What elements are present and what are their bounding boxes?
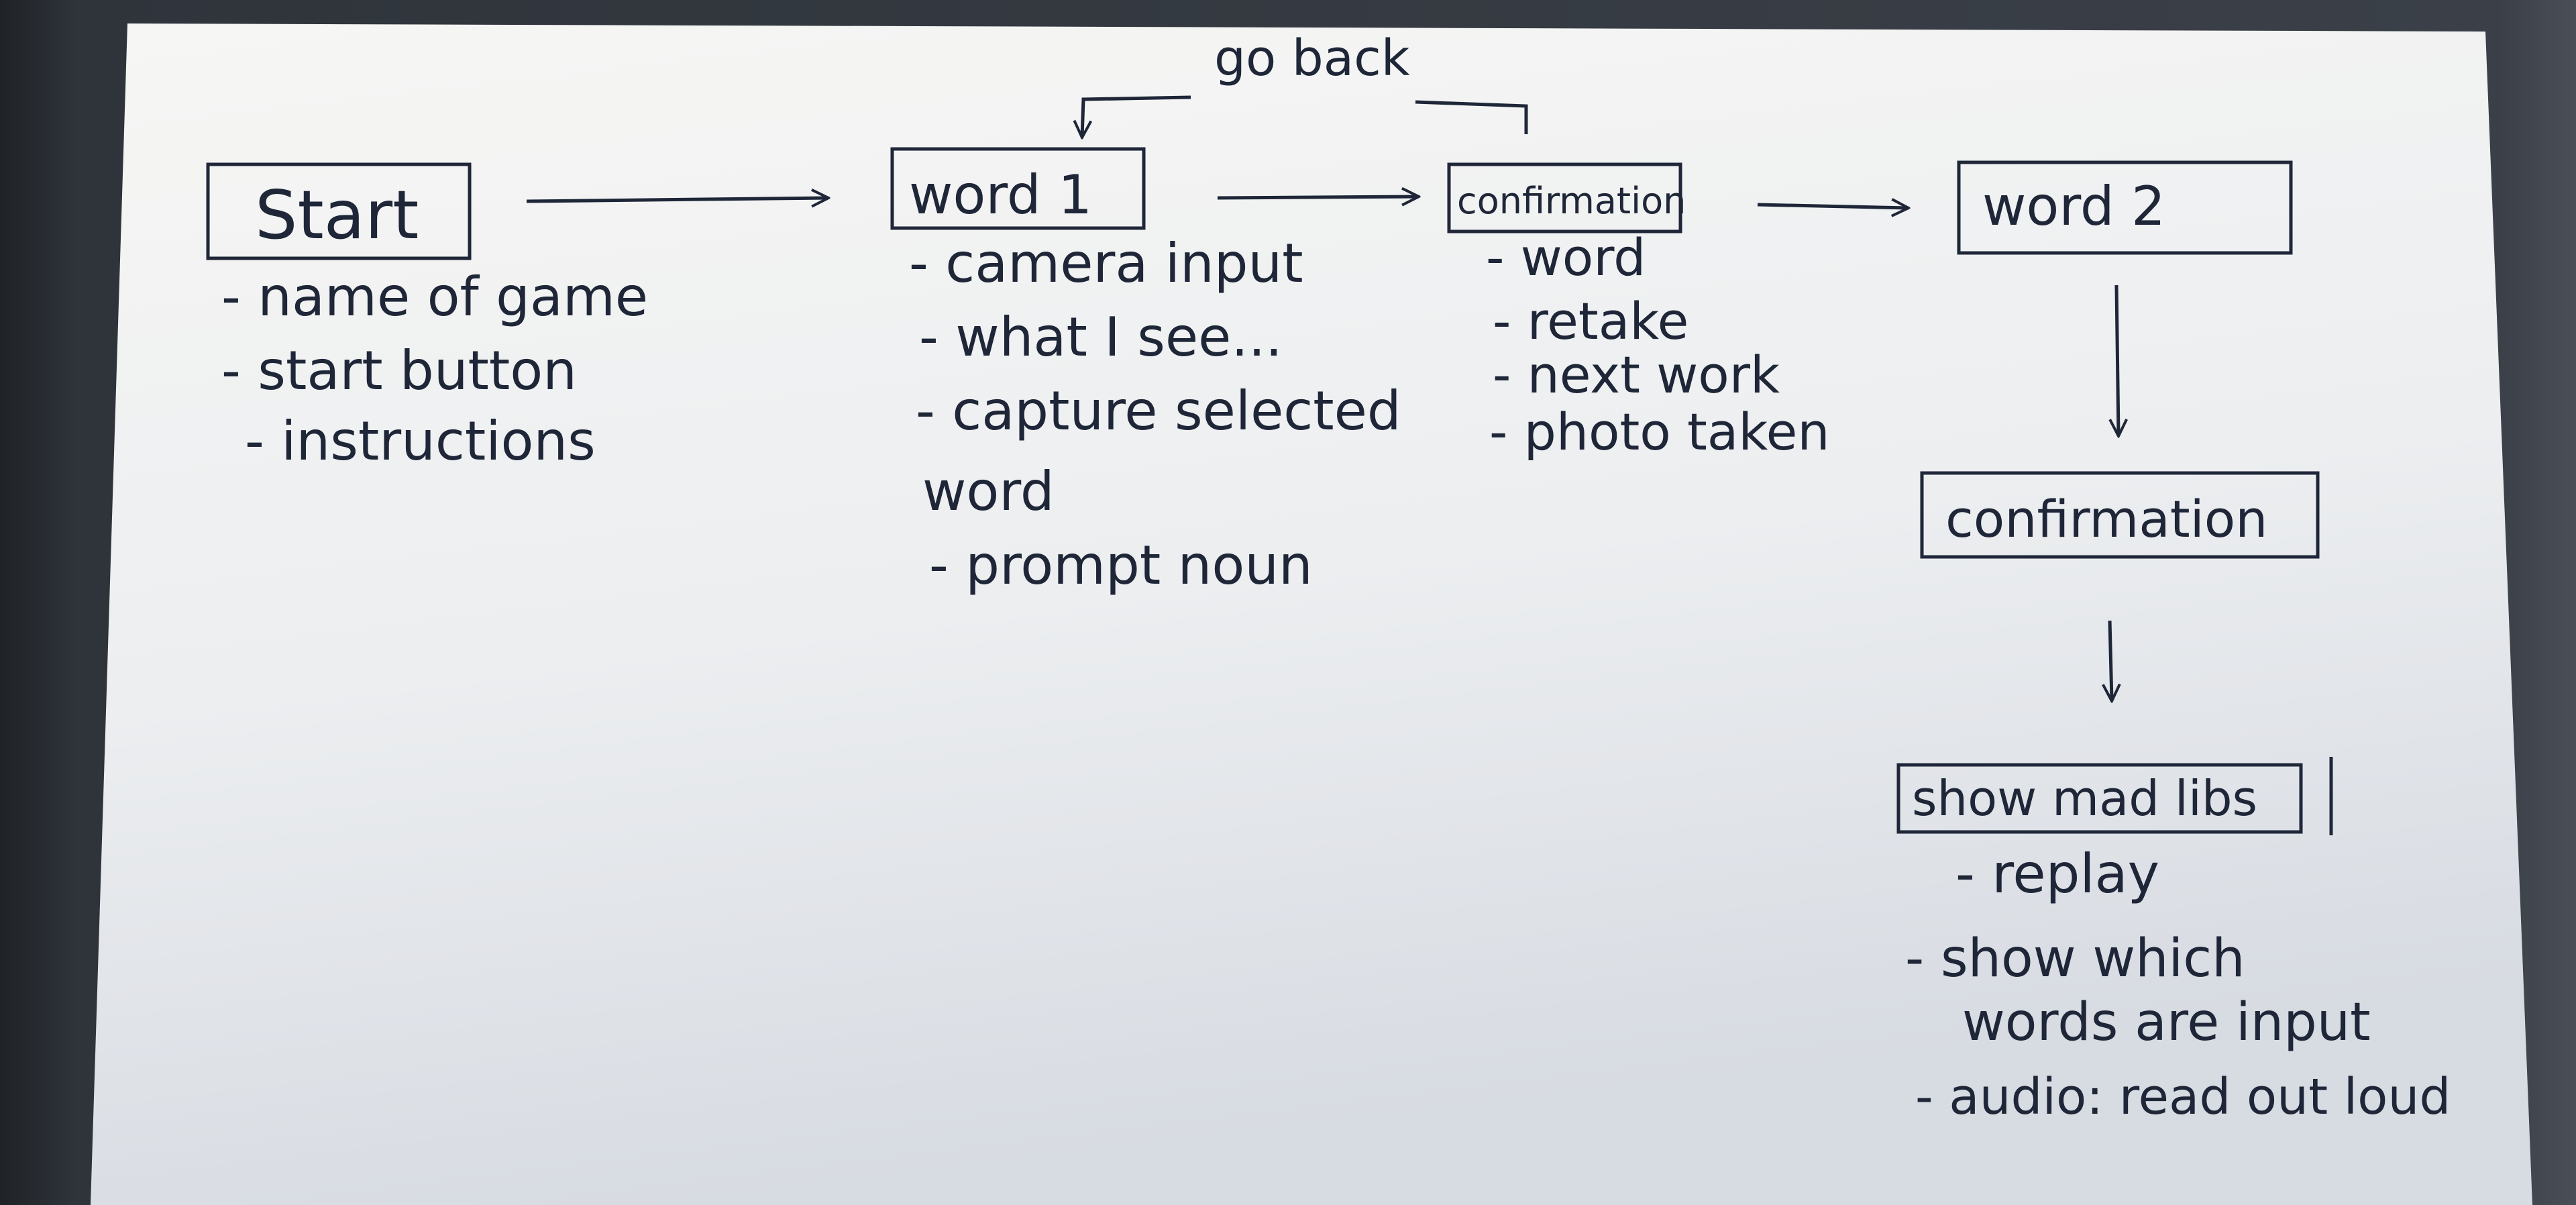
word1-title: word 1 xyxy=(909,164,1092,226)
show-mad-libs-title: show mad libs xyxy=(1912,770,2257,827)
word1-item-4: word xyxy=(922,460,1055,523)
node-start: Start - name of game - start button - in… xyxy=(206,162,648,472)
go-back-loop: go back xyxy=(1082,30,1528,138)
start-item-2: - start button xyxy=(221,339,577,402)
word2-box xyxy=(1957,160,2293,255)
node-word2: word 2 xyxy=(1957,160,2293,255)
node-confirmation2: confirmation xyxy=(1920,471,2320,559)
word1-item-5: - prompt noun xyxy=(929,534,1313,596)
show-mad-libs-item-2: - show which xyxy=(1905,929,2245,989)
arrow-start-to-word1 xyxy=(526,198,828,201)
word1-box xyxy=(890,147,1146,230)
paper-sheet xyxy=(91,23,2532,1205)
word1-item-1: - camera input xyxy=(909,232,1303,295)
confirmation1-title: confirmation xyxy=(1457,180,1686,222)
go-back-arrow-line xyxy=(1082,95,1191,138)
start-item-3: - instructions xyxy=(245,410,596,472)
confirmation1-item-4: - photo taken xyxy=(1489,402,1830,462)
show-mad-libs-item-1: - replay xyxy=(1955,843,2159,905)
show-mad-libs-item-3: words are input xyxy=(1962,992,2371,1053)
confirmation1-item-2: - retake xyxy=(1493,291,1688,351)
word1-item-2: - what I see... xyxy=(919,306,1283,368)
start-box xyxy=(206,162,472,260)
confirmation2-box xyxy=(1920,471,2320,559)
confirmation1-box xyxy=(1447,162,1682,233)
arrow-word1-to-confirmation1 xyxy=(1217,197,1419,198)
confirmation1-item-3: - next work xyxy=(1493,345,1780,405)
confirmation1-item-1: - word xyxy=(1486,227,1646,287)
go-back-label: go back xyxy=(1214,30,1410,87)
confirmation2-title: confirmation xyxy=(1945,489,2267,549)
arrow-word2-to-confirmation2 xyxy=(2116,284,2118,436)
start-item-1: - name of game xyxy=(221,266,648,328)
show-mad-libs-box xyxy=(1896,763,2303,834)
arrow-confirmation2-to-show-mad-libs xyxy=(2110,620,2112,701)
node-confirmation1: confirmation - word - retake - next work… xyxy=(1447,162,1830,462)
word1-item-3: - capture selected xyxy=(916,380,1401,442)
start-title: Start xyxy=(255,176,419,254)
go-back-return-line xyxy=(1415,100,1528,134)
show-mad-libs-item-4: - audio: read out loud xyxy=(1915,1068,2451,1126)
word2-title: word 2 xyxy=(1982,175,2165,238)
node-word1: word 1 - camera input - what I see... - … xyxy=(890,147,1401,596)
arrow-confirmation1-to-word2 xyxy=(1757,205,1909,208)
node-show-mad-libs: show mad libs - replay - show which word… xyxy=(1896,757,2451,1126)
